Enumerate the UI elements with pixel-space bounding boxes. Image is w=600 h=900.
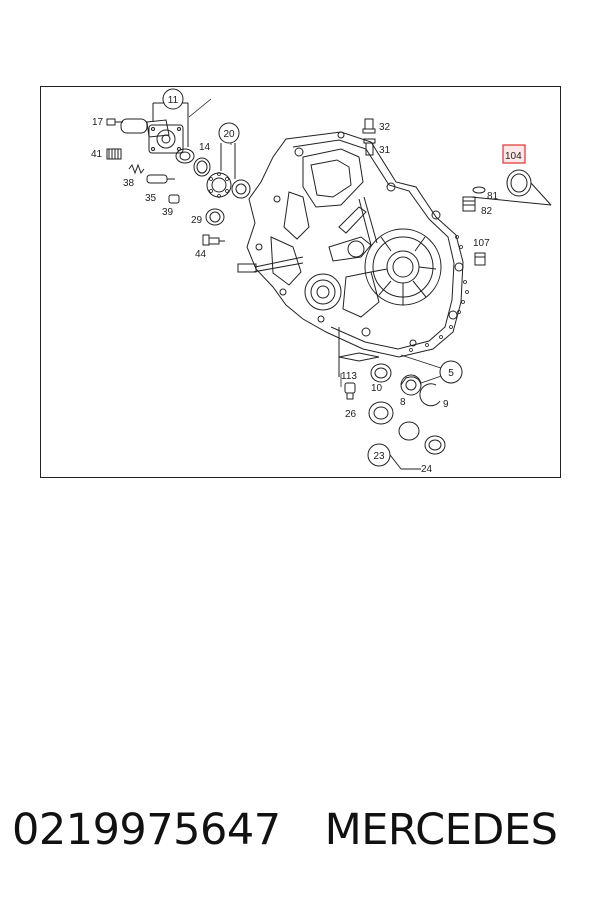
diagram-canvas: 11 20 5 23 17 41 38 35 39 14 29 44 32 31 (91, 88, 552, 475)
screw-17 (106, 118, 123, 126)
highlight-box-104 (502, 144, 526, 164)
callouts: 17 41 38 35 39 14 29 44 32 31 104 81 82 … (91, 117, 522, 475)
callout-44: 44 (195, 249, 207, 260)
circlip-9 (419, 383, 441, 407)
bleeder-44 (202, 234, 225, 246)
callout-35: 35 (145, 193, 157, 204)
callout-41: 41 (91, 149, 103, 160)
plug-31 (363, 138, 376, 156)
circled-text-23: 23 (373, 451, 385, 462)
circled-text-20: 20 (223, 129, 235, 140)
plug-107 (474, 252, 486, 266)
callout-82: 82 (481, 206, 493, 217)
pin-35 (146, 174, 175, 184)
callout-81: 81 (487, 191, 499, 202)
plug-26 (344, 382, 356, 400)
ring-29 (205, 208, 225, 226)
transmission-housing (237, 131, 469, 358)
bearing-assembly-20 (206, 143, 251, 199)
gasket-113 (338, 327, 380, 377)
callout-10: 10 (371, 383, 383, 394)
circled-label-20: 20 (218, 122, 240, 144)
brand-name: MERCEDES (324, 805, 558, 855)
callout-26: 26 (345, 409, 357, 420)
plug-82 (462, 196, 476, 212)
callout-38: 38 (123, 178, 135, 189)
circled-label-23: 23 (367, 443, 391, 467)
circled-label-11: 11 (162, 88, 184, 110)
seal-104 (470, 169, 552, 206)
bearing-23 (368, 401, 446, 470)
circled-text-11: 11 (168, 95, 179, 106)
callout-8: 8 (400, 397, 406, 408)
part-number: 0219975647 (12, 805, 281, 855)
callout-24: 24 (421, 464, 433, 475)
cap-39 (168, 194, 180, 204)
callout-14: 14 (199, 142, 211, 153)
exploded-parts-diagram: 11 20 5 23 17 41 38 35 39 14 29 44 32 31 (40, 86, 561, 478)
callout-39: 39 (162, 207, 174, 218)
ring-10 (370, 363, 392, 383)
callout-17: 17 (92, 117, 104, 128)
callout-113: 113 (341, 371, 357, 382)
callout-32: 32 (379, 122, 391, 133)
o-ring-81 (472, 186, 486, 194)
circled-label-5: 5 (439, 360, 463, 384)
callout-9: 9 (443, 399, 449, 410)
ring-14 (193, 157, 211, 177)
input-seal-assembly (120, 102, 195, 164)
callout-107: 107 (473, 238, 490, 249)
bearing-8 (400, 374, 422, 396)
spring-38 (128, 163, 145, 175)
plug-32 (362, 118, 376, 134)
product-caption: 0219975647 MERCEDES (12, 800, 592, 860)
callout-104: 104 (505, 151, 522, 162)
callout-31: 31 (379, 145, 391, 156)
circled-text-5: 5 (448, 368, 454, 379)
callout-29: 29 (191, 215, 203, 226)
bolt-41 (106, 148, 122, 160)
